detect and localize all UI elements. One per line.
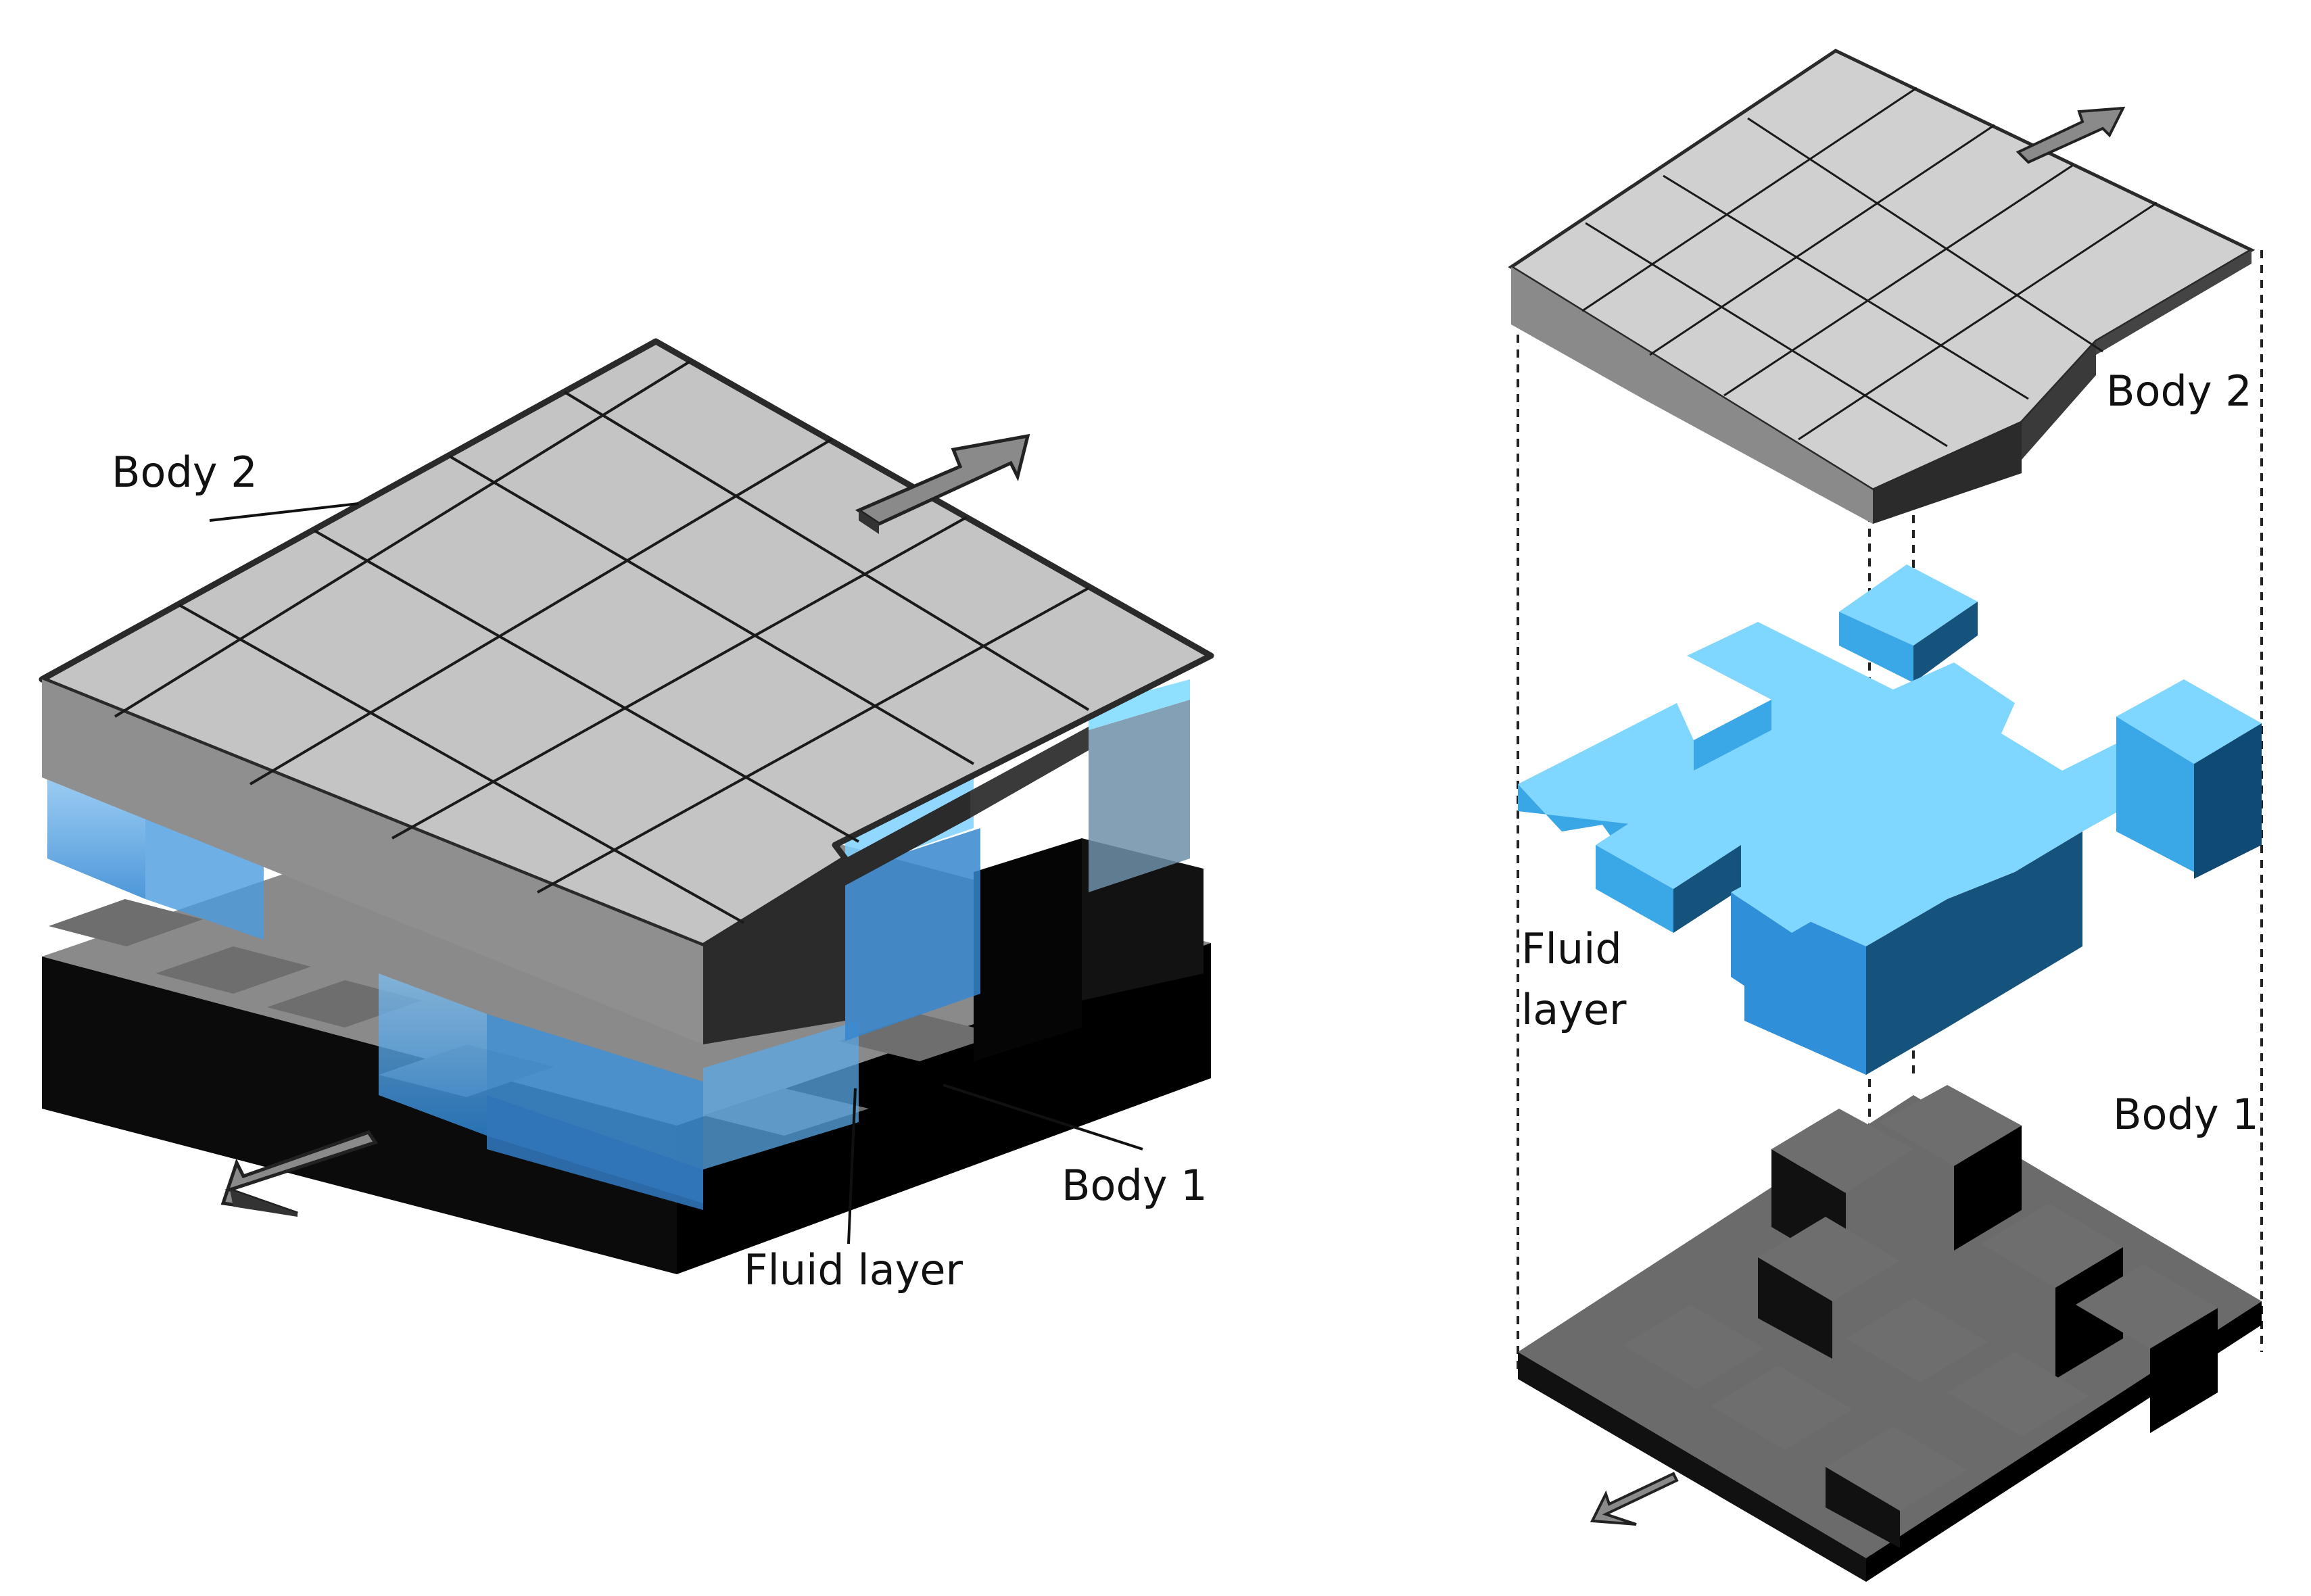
right-body1-block-top bbox=[2076, 1264, 2218, 1349]
right-fluid-label-line1: Fluid bbox=[1521, 924, 1622, 973]
left-fluid-block bbox=[487, 1095, 703, 1210]
right-fluid-cube-left bbox=[1731, 892, 1792, 1017]
right-fluid-cube-left bbox=[1596, 845, 1673, 933]
right-body2-grid bbox=[1581, 87, 2158, 448]
left-bottom-arrow-side bbox=[230, 1190, 297, 1217]
right-fluid-cube-top bbox=[1839, 564, 1978, 646]
left-top-arrow-side bbox=[859, 510, 879, 534]
left-body2-grid bbox=[114, 360, 1090, 924]
right-body1-block-top bbox=[1758, 1217, 1900, 1301]
left-bottom-motion-arrow-icon bbox=[220, 1130, 378, 1217]
left-leader-lines bbox=[209, 502, 1143, 1244]
right-body2-right-step bbox=[2096, 250, 2252, 355]
right-fluid-cube-right bbox=[1913, 602, 1978, 683]
right-body2-top-face bbox=[1508, 49, 2256, 492]
right-exploded-model: Body 2 Body 1 Fluid layer bbox=[1508, 49, 2263, 1582]
left-fluid-block bbox=[379, 973, 487, 1136]
right-fluid-cube-left bbox=[2116, 717, 2194, 872]
left-fluid-block bbox=[845, 828, 980, 1041]
left-body1-cell-top bbox=[156, 946, 311, 994]
right-bottom-motion-arrow-icon bbox=[1590, 1472, 1679, 1526]
right-fluid-main-right bbox=[1866, 831, 2082, 1075]
right-fluid-main-left bbox=[1518, 784, 1636, 872]
left-body2-right-step bbox=[845, 791, 970, 886]
right-fluid-cube-right bbox=[1673, 845, 1741, 933]
right-top-motion-arrow-icon bbox=[2016, 106, 2126, 164]
left-body1-tall-block bbox=[974, 838, 1082, 1061]
right-body1-block-top bbox=[1771, 1109, 1913, 1193]
right-body1-base-left bbox=[1518, 1352, 1866, 1582]
left-body2-label: Body 2 bbox=[112, 448, 258, 497]
right-body2 bbox=[1508, 49, 2256, 524]
right-fluid-main-left bbox=[1694, 700, 1771, 771]
right-body1-block-top bbox=[1623, 1305, 1765, 1389]
left-fluid-label: Fluid layer bbox=[744, 1245, 963, 1295]
right-body1-block-top bbox=[1880, 1085, 2022, 1166]
right-body1-label: Body 1 bbox=[2113, 1090, 2259, 1139]
right-bottom-arrow-body bbox=[1590, 1472, 1679, 1526]
left-body1-cell-top bbox=[49, 899, 203, 946]
right-body1-block-top bbox=[1826, 1426, 1968, 1511]
left-fluid-leader bbox=[847, 1088, 857, 1244]
left-fluid-block bbox=[1089, 700, 1190, 892]
left-body2-right-step bbox=[970, 727, 1089, 818]
right-fluid-cube-top bbox=[1596, 801, 1741, 889]
right-body1 bbox=[1518, 1085, 2262, 1582]
right-body2-left-face bbox=[1511, 267, 1873, 524]
left-fluid-block bbox=[1089, 679, 1190, 730]
right-body2-label: Body 2 bbox=[2106, 366, 2252, 416]
left-body1-label: Body 1 bbox=[1062, 1161, 1208, 1210]
left-body1-front-slab-left bbox=[42, 957, 677, 1274]
left-body2-leader bbox=[209, 502, 359, 522]
right-body1-block-right bbox=[1954, 1126, 2022, 1251]
left-body1-cell-top bbox=[838, 1014, 1001, 1061]
left-body2-front-face bbox=[42, 679, 703, 1044]
left-fluid-block bbox=[703, 1021, 859, 1169]
right-fluid-cube-top bbox=[1731, 848, 1873, 933]
left-assembled-model: Body 2 Body 1 Fluid layer bbox=[39, 338, 1214, 1295]
right-top-arrow-body bbox=[2016, 106, 2126, 164]
right-body1-block-top bbox=[1846, 1298, 1988, 1382]
right-body1-block-top bbox=[1947, 1352, 2089, 1436]
right-fluid-cube-right bbox=[2194, 723, 2262, 879]
right-fluid-cube-top bbox=[2116, 679, 2262, 764]
right-body2-right-step bbox=[1873, 422, 2022, 524]
right-body1-block-left bbox=[1758, 1257, 1832, 1359]
left-body1-leader bbox=[943, 1084, 1143, 1151]
right-body1-block-left bbox=[1826, 1467, 1900, 1548]
right-body1-block-right bbox=[2055, 1247, 2123, 1379]
right-body2-right-step bbox=[2022, 341, 2096, 460]
right-fluid-cube-left bbox=[1839, 612, 1913, 683]
left-body2-front-step bbox=[703, 859, 845, 1044]
right-fluid-label-line2: layer bbox=[1521, 985, 1627, 1034]
right-fluid-layer bbox=[1518, 564, 2262, 1075]
right-fluid-main-top bbox=[1518, 622, 2191, 946]
left-top-arrow-body bbox=[855, 433, 1030, 526]
right-body1-block-top bbox=[1711, 1365, 1853, 1450]
right-body1-block-right bbox=[2150, 1308, 2218, 1433]
left-top-motion-arrow-icon bbox=[855, 433, 1030, 534]
right-body1-block-top bbox=[1981, 1203, 2123, 1288]
